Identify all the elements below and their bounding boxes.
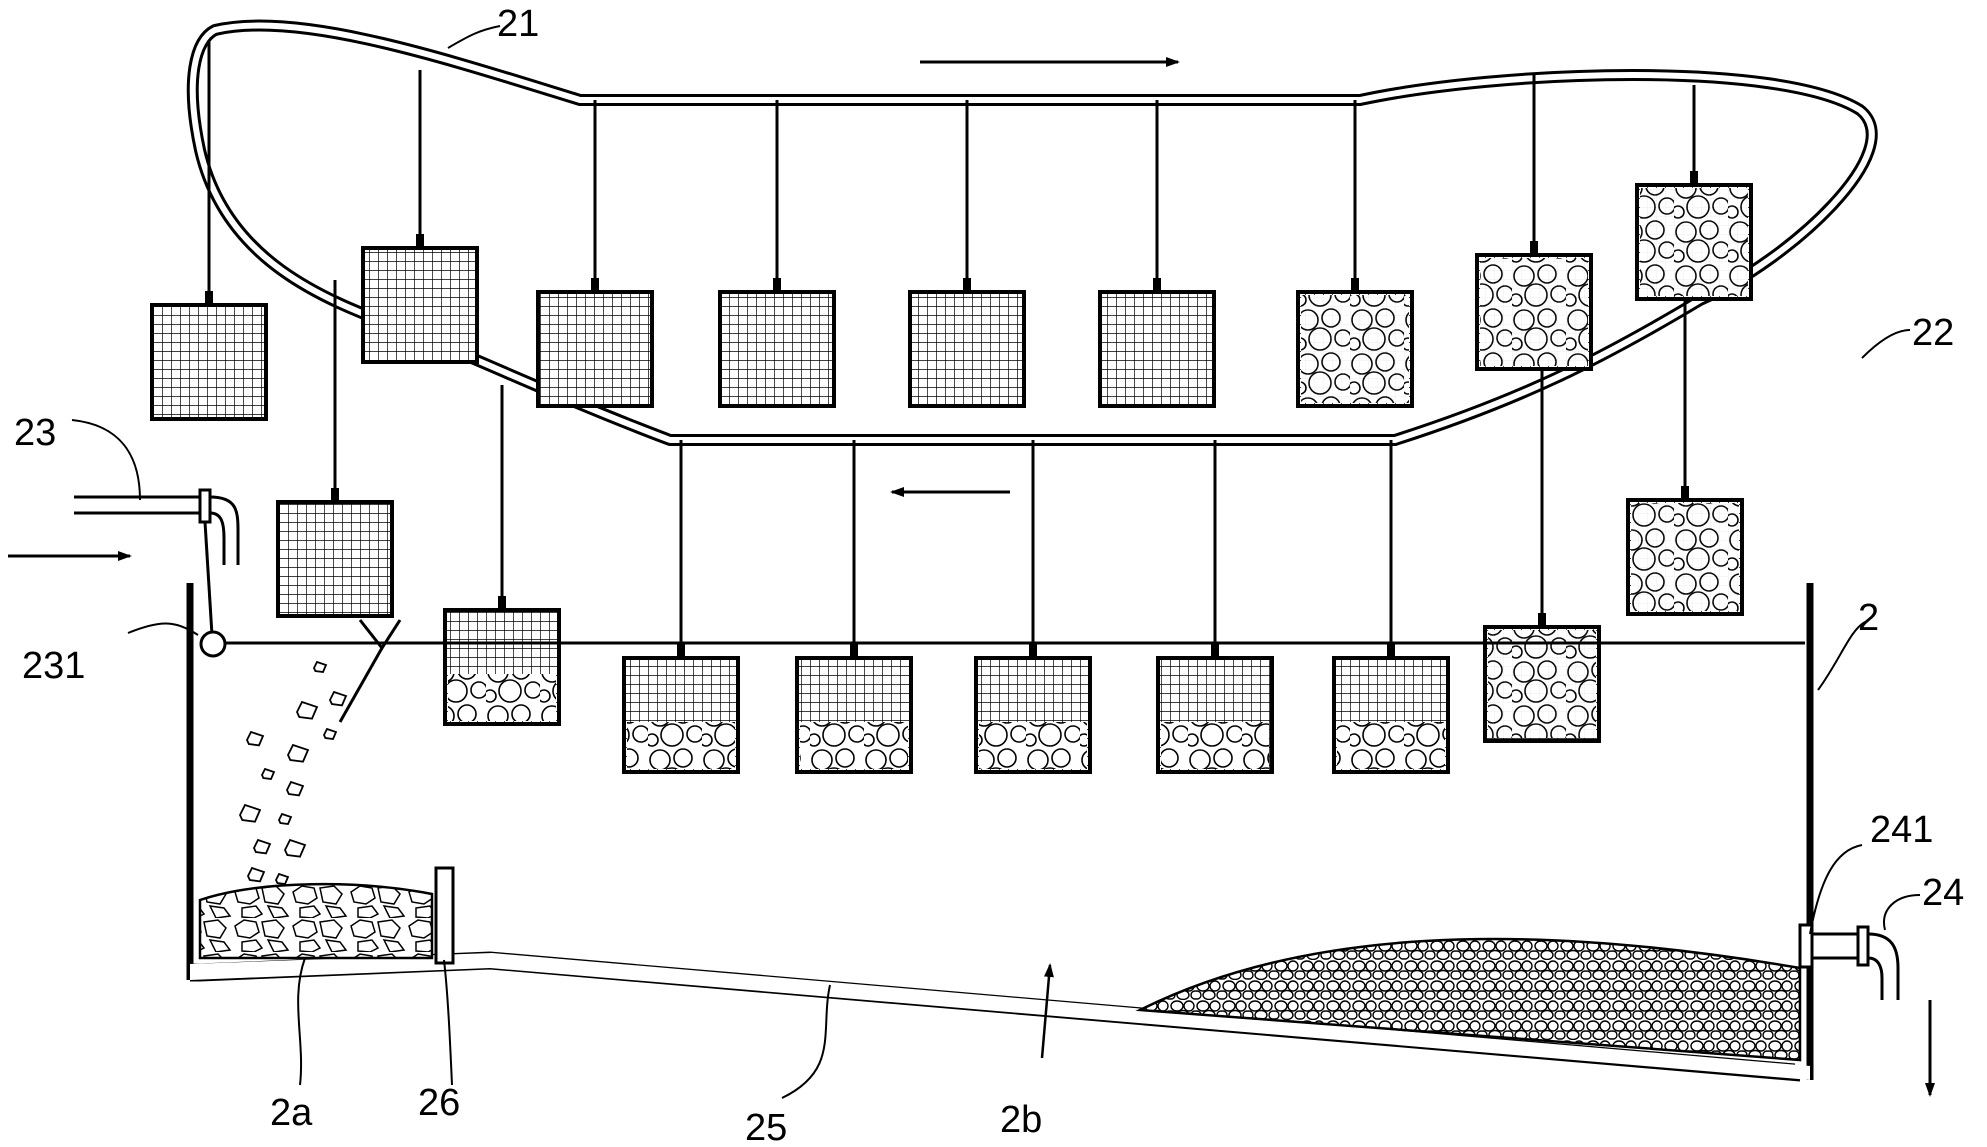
debris-fragment — [323, 727, 338, 740]
basket-top-8-hook — [1530, 241, 1538, 255]
label-zone-b: 2b — [1000, 1099, 1042, 1141]
basket-bottom-9-hook — [1681, 486, 1689, 500]
basket-top-9-hook — [1690, 171, 1698, 185]
outlet-valve — [1798, 923, 1814, 969]
basket-bottom-4-hook — [850, 644, 858, 658]
basket-bottom-9-contents — [1631, 503, 1739, 611]
partition — [434, 866, 455, 965]
label-tank: 2 — [1858, 597, 1879, 639]
debris-fragment — [261, 767, 276, 780]
basket-top-5 — [908, 290, 1026, 408]
label-outlet-pipe: 24 — [1922, 872, 1964, 914]
debris-fragment — [329, 690, 348, 707]
basket-bottom-5-hook — [1029, 644, 1037, 658]
debris-fragment — [246, 730, 265, 747]
basket-bottom-6-contents — [1161, 722, 1269, 769]
debris-fragment — [287, 743, 310, 763]
settled-rocks-zone-2a — [198, 882, 434, 960]
basket-top-9-contents — [1640, 188, 1748, 296]
label-inlet-pipe: 23 — [14, 412, 56, 454]
basket-top-5-mesh — [908, 290, 1026, 408]
inlet-pipe — [74, 488, 240, 636]
basket-top-3-hook — [591, 278, 599, 292]
basket-bottom-5 — [974, 656, 1092, 774]
label-zone-a: 2a — [270, 1092, 313, 1134]
basket-top-7-hook — [1351, 278, 1359, 292]
tank-bottom — [190, 953, 1810, 1080]
basket-bottom-3 — [622, 656, 740, 774]
basket-bottom-7 — [1332, 656, 1450, 774]
basket-top-4-mesh — [718, 290, 836, 408]
basket-top-6 — [1098, 290, 1216, 408]
basket-top-5-hook — [963, 278, 971, 292]
basket-bottom-6-hook — [1211, 644, 1219, 658]
basket-bottom-3-hook — [677, 644, 685, 658]
basket-top-4-hook — [773, 278, 781, 292]
label-tank-bottom: 25 — [745, 1107, 787, 1147]
basket-top-9 — [1635, 183, 1753, 301]
basket-bottom-8-contents — [1488, 630, 1596, 738]
basket-top-7-contents — [1301, 295, 1409, 403]
debris-fragment — [296, 700, 319, 720]
basket-top-8 — [1475, 253, 1593, 371]
label-inlet-valve: 231 — [22, 645, 85, 687]
basket-bottom-7-contents — [1337, 722, 1445, 769]
falling-debris — [239, 660, 348, 885]
basket-top-3-mesh — [536, 290, 654, 408]
debris-fragment — [239, 803, 262, 823]
debris-fragment — [313, 660, 328, 673]
basket-bottom-4 — [795, 656, 913, 774]
basket-bottom-7-hook — [1387, 644, 1395, 658]
basket-top-6-hook — [1153, 278, 1161, 292]
basket-bottom-5-contents — [979, 722, 1087, 769]
basket-hangers — [205, 40, 1698, 658]
debris-fragment — [278, 812, 293, 825]
basket-top-3 — [536, 290, 654, 408]
basket-bottom-1 — [276, 500, 394, 618]
basket-top-2-hook — [416, 234, 424, 248]
label-basket: 22 — [1912, 312, 1954, 354]
debris-fragment — [286, 780, 305, 797]
discharge-chute — [338, 619, 402, 723]
basket-top-6-mesh — [1098, 290, 1216, 408]
basket-top-1-mesh — [150, 303, 268, 421]
outlet-pipe — [1798, 923, 1900, 1000]
basket-bottom-2-contents — [448, 674, 556, 721]
basket-top-4 — [718, 290, 836, 408]
basket-top-2 — [361, 246, 479, 364]
debris-fragment — [253, 838, 272, 855]
inlet-valve — [199, 630, 227, 658]
debris-fragment — [247, 866, 266, 883]
basket-bottom-4-contents — [800, 722, 908, 769]
label-conveyor: 21 — [497, 3, 539, 45]
label-partition: 26 — [418, 1082, 460, 1124]
basket-bottom-8-hook — [1538, 613, 1546, 627]
basket-bottom-1-hook — [331, 488, 339, 502]
basket-bottom-9 — [1626, 498, 1744, 616]
debris-fragment — [284, 838, 307, 858]
basket-top-7 — [1296, 290, 1414, 408]
basket-bottom-1-mesh — [276, 500, 394, 618]
debris-fragment — [275, 872, 290, 885]
label-outlet-valve: 241 — [1870, 809, 1933, 851]
pebble-pile-zone-2b — [1135, 937, 1802, 1062]
leader-lines — [71, 25, 1921, 1099]
basket-bottom-2 — [443, 608, 561, 726]
basket-top-2-mesh — [361, 246, 479, 364]
zone-2b-flow-arrow — [1040, 963, 1054, 1059]
basket-bottom-2-hook — [498, 596, 506, 610]
basket-group — [150, 183, 1753, 774]
basket-bottom-6 — [1156, 656, 1274, 774]
conveyor-loop — [186, 19, 1878, 446]
basket-bottom-8 — [1483, 625, 1601, 743]
basket-top-8-contents — [1480, 258, 1588, 366]
basket-top-1-hook — [205, 291, 213, 305]
basket-top-1 — [150, 303, 268, 421]
basket-bottom-3-contents — [627, 722, 735, 769]
